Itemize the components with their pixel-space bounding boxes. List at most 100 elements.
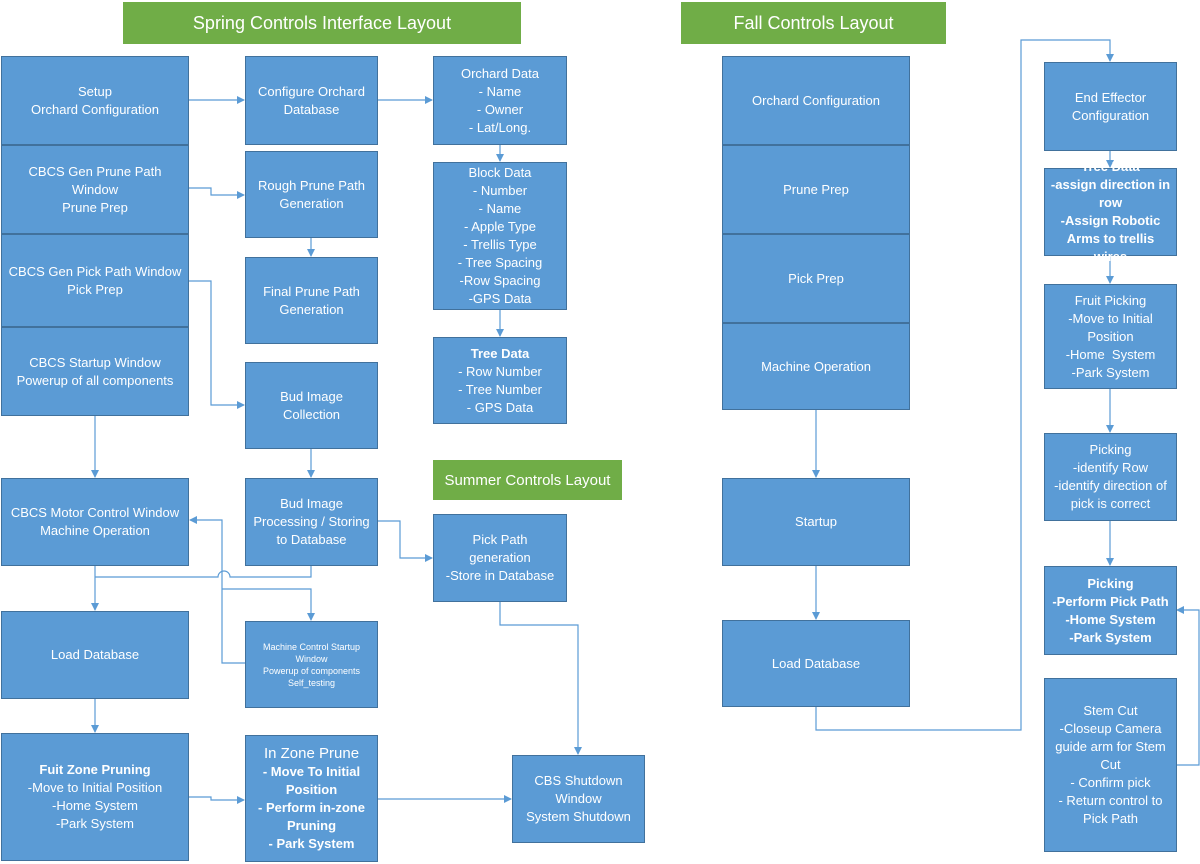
fruit-picking: Fruit Picking -Move to Initial Position … bbox=[1044, 284, 1177, 389]
picking1-line-4: pick is correct bbox=[1070, 496, 1151, 511]
end-effector-line-2: Configuration bbox=[1071, 107, 1150, 123]
picking1-line-3: -identify direction of bbox=[1054, 478, 1167, 493]
spring-header: Spring Controls Interface Layout bbox=[123, 2, 521, 44]
fall-tree-data-line-4: -Assign Robotic bbox=[1060, 213, 1161, 228]
bud-process-line-1: Bud Image bbox=[280, 496, 343, 511]
fruit-zone-line-1: Fuit Zone Pruning bbox=[39, 762, 151, 777]
block-data-line-8: -GPS Data bbox=[468, 291, 532, 306]
picking2-line-2: -Perform Pick Path bbox=[1052, 593, 1169, 609]
fruit-picking-line-4: -Home System bbox=[1065, 346, 1156, 362]
block-data-line-4: - Apple Type bbox=[463, 219, 537, 234]
final-prune-line-1: Final Prune Path bbox=[263, 283, 360, 299]
fall-tree-data: Tree Data -assign direction in row -Assi… bbox=[1044, 159, 1177, 264]
in-zone-line-2: - Move To Initial bbox=[262, 763, 361, 779]
startup-line-1: CBCS Startup Window bbox=[29, 354, 161, 370]
machine-startup-line-3: Powerup of components bbox=[262, 665, 361, 676]
fall-load-database: Load Database bbox=[722, 620, 910, 707]
fall-header: Fall Controls Layout bbox=[681, 2, 946, 44]
fall-pick-prep: Pick Prep bbox=[722, 234, 910, 323]
setup-orchard-configuration: Setup Orchard Configuration bbox=[1, 56, 189, 145]
block-data-line-5: - Trellis Type bbox=[463, 237, 537, 252]
pick-path-line-1: Pick Path bbox=[472, 532, 528, 547]
motor-line-2: Machine Operation bbox=[40, 523, 150, 538]
fall-pick-prep-line: Pick Prep bbox=[788, 270, 844, 286]
final-prune-path-generation: Final Prune Path Generation bbox=[245, 257, 378, 344]
end-effector-line-1: End Effector bbox=[1074, 89, 1147, 105]
orchard-data: Orchard Data - Name - Owner - Lat/Long. bbox=[433, 56, 567, 145]
picking2-line-3: -Home System bbox=[1065, 611, 1156, 627]
shutdown-line-2: Window bbox=[555, 791, 602, 806]
machine-startup-line-1: Machine Control Startup bbox=[262, 641, 361, 652]
rough-prune-path-generation: Rough Prune Path Generation bbox=[245, 151, 378, 238]
rough-prune-line-2: Generation bbox=[279, 195, 344, 211]
tree-data-line-1: Tree Data bbox=[470, 345, 530, 361]
in-zone-line-5: Pruning bbox=[286, 817, 337, 833]
configure-orchard-database: Configure Orchard Database bbox=[245, 56, 378, 145]
orchard-data-line-3: - Owner bbox=[476, 101, 524, 117]
gen-prune-line-2: Window bbox=[71, 181, 119, 197]
fall-load-db-line: Load Database bbox=[771, 655, 861, 671]
bud-collect-line-1: Bud Image bbox=[280, 388, 343, 404]
gen-prune-line-1: CBCS Gen Prune Path bbox=[28, 163, 162, 179]
stem-cut-line-6: - Return control to bbox=[1058, 793, 1163, 808]
fall-tree-data-line-5: Arms to trellis wires bbox=[1066, 231, 1158, 264]
stem-cut-line-5: - Confirm pick bbox=[1070, 775, 1151, 790]
fall-startup-line: Startup bbox=[795, 514, 837, 529]
motor-line-1: CBCS Motor Control Window bbox=[10, 505, 180, 520]
fruit-picking-line-2: -Move to Initial bbox=[1068, 310, 1153, 326]
shutdown-line-1: CBS Shutdown bbox=[534, 773, 623, 788]
fruit-picking-line-5: -Park System bbox=[1071, 364, 1150, 380]
cbcs-startup-window: CBCS Startup Window Powerup of all compo… bbox=[1, 327, 189, 416]
summer-header: Summer Controls Layout bbox=[433, 460, 622, 500]
config-db-line-2: Database bbox=[283, 101, 340, 117]
block-data: Block Data - Number - Name - Apple Type … bbox=[433, 162, 567, 310]
pick-path-generation: Pick Path generation -Store in Database bbox=[433, 514, 567, 602]
block-data-line-1: Block Data bbox=[468, 165, 532, 180]
fruit-zone-pruning: Fuit Zone Pruning -Move to Initial Posit… bbox=[1, 733, 189, 861]
tree-data-line-4: - GPS Data bbox=[466, 399, 534, 415]
setup-line-1: Setup bbox=[78, 83, 112, 99]
pick-path-line-2: generation bbox=[469, 550, 531, 565]
rough-prune-line-1: Rough Prune Path bbox=[258, 177, 365, 193]
in-zone-line-1: In Zone Prune bbox=[263, 744, 360, 762]
final-prune-line-2: Generation bbox=[279, 301, 344, 317]
cbcs-motor-control-window: CBCS Motor Control Window Machine Operat… bbox=[1, 478, 189, 566]
cbcs-gen-pick-path-window: CBCS Gen Pick Path Window Pick Prep bbox=[1, 234, 189, 327]
orchard-data-line-2: - Name bbox=[478, 83, 522, 99]
block-data-line-2: - Number bbox=[472, 183, 528, 198]
load-db-line-1: Load Database bbox=[50, 647, 140, 662]
block-data-line-7: -Row Spacing bbox=[459, 273, 541, 288]
cbs-shutdown-window: CBS Shutdown Window System Shutdown bbox=[512, 755, 645, 843]
startup-line-2: Powerup of all components bbox=[16, 372, 174, 388]
bud-image-processing: Bud Image Processing / Storing to Databa… bbox=[245, 478, 378, 566]
fruit-zone-line-2: -Move to Initial Position bbox=[27, 780, 163, 795]
fruit-picking-line-1: Fruit Picking bbox=[1074, 292, 1147, 308]
end-effector-configuration: End Effector Configuration bbox=[1044, 62, 1177, 151]
fall-prune-prep-line: Prune Prep bbox=[783, 181, 849, 197]
machine-control-startup-window: Machine Control Startup Window Powerup o… bbox=[245, 621, 378, 708]
picking1-line-2: -identify Row bbox=[1072, 460, 1149, 475]
block-data-line-6: - Tree Spacing bbox=[457, 255, 543, 270]
fruit-picking-line-3: Position bbox=[1087, 328, 1134, 344]
picking2-line-4: -Park System bbox=[1069, 629, 1152, 645]
in-zone-prune: In Zone Prune - Move To Initial Position… bbox=[245, 735, 378, 862]
in-zone-line-6: - Park System bbox=[268, 835, 355, 851]
shutdown-line-3: System Shutdown bbox=[526, 809, 631, 824]
bud-process-line-3: to Database bbox=[276, 532, 347, 547]
cbcs-gen-prune-path-window: CBCS Gen Prune Path Window Prune Prep bbox=[1, 145, 189, 234]
orchard-data-line-4: - Lat/Long. bbox=[468, 119, 532, 135]
tree-data-line-3: - Tree Number bbox=[458, 381, 542, 397]
fruit-zone-line-3: -Home System bbox=[52, 798, 138, 813]
in-zone-line-3: Position bbox=[285, 781, 338, 797]
picking-perform-pick-path: Picking -Perform Pick Path -Home System … bbox=[1044, 566, 1177, 655]
stem-cut-line-3: guide arm for Stem bbox=[1055, 739, 1166, 754]
orchard-data-line-1: Orchard Data bbox=[460, 65, 540, 81]
fall-orchard-config-line: Orchard Configuration bbox=[752, 92, 880, 108]
bud-image-collection: Bud Image Collection bbox=[245, 362, 378, 449]
machine-startup-line-2: Window bbox=[295, 653, 328, 664]
stem-cut-line-4: Cut bbox=[1100, 757, 1121, 772]
bud-collect-line-2: Collection bbox=[282, 406, 341, 422]
spring-load-database: Load Database bbox=[1, 611, 189, 699]
setup-line-2: Orchard Configuration bbox=[31, 101, 159, 117]
